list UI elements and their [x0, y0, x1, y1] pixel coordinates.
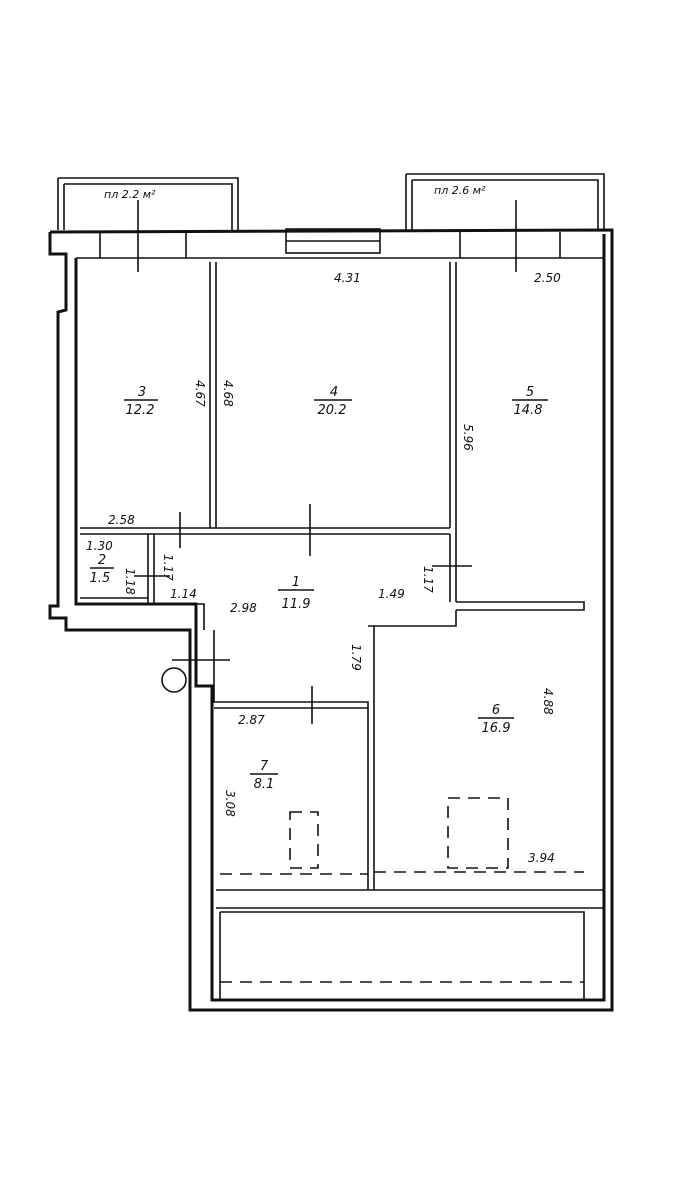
room-number: 1: [292, 575, 300, 590]
dim-room7-width: 2.87: [238, 713, 265, 727]
dim-room3-height: 4.67: [193, 380, 207, 407]
room-3: 3 12.2: [124, 385, 158, 418]
dim-hall-left-bottom: 1.14: [170, 587, 197, 601]
room-area: 14.8: [514, 403, 543, 418]
room-area: 20.2: [318, 403, 347, 418]
room-area: 12.2: [126, 403, 155, 418]
room-number: 6: [492, 703, 500, 718]
interior-walls: [80, 262, 604, 1000]
dim-hall-right-height: 1.17: [421, 566, 435, 593]
room-area: 8.1: [254, 777, 275, 792]
dim-room6-width: 3.94: [528, 851, 555, 865]
balcony-left-label: пл 2.2 м²: [104, 188, 156, 201]
outer-walls: [48, 228, 614, 1012]
room-7: 7 8.1: [250, 759, 278, 792]
dim-room4-height: 4.68: [221, 380, 235, 407]
dim-hall-lower: 1.79: [349, 644, 363, 671]
dim-room2-width: 1.30: [86, 539, 113, 553]
room-4: 4 20.2: [314, 385, 352, 418]
room-number: 3: [138, 385, 146, 400]
room-number: 7: [260, 759, 269, 774]
dim-room4-width: 4.31: [334, 271, 361, 285]
room-number: 2: [98, 553, 106, 568]
dashed-fixtures: [220, 797, 584, 983]
room-number: 5: [526, 385, 534, 400]
dim-hall-right: 1.49: [378, 587, 405, 601]
room-2: 2 1.5: [90, 553, 114, 586]
dim-room5-width: 2.50: [534, 271, 561, 285]
balcony-right: [405, 173, 605, 272]
balcony-left: [57, 177, 239, 272]
dim-room6-height: 4.88: [541, 688, 555, 715]
door-marks: [134, 504, 472, 724]
dimension-labels: 4.31 2.50 4.67 4.68 5.96 2.58 1.30 1.18 …: [86, 271, 561, 865]
dim-room2-height: 1.18: [123, 568, 137, 595]
dim-room5-height: 5.96: [461, 424, 475, 451]
room-5: 5 14.8: [512, 385, 548, 418]
room-number: 4: [330, 385, 338, 400]
room-area: 11.9: [282, 597, 311, 612]
room-1: 1 11.9: [278, 575, 314, 612]
room-area: 1.5: [90, 571, 111, 586]
dim-room7-height: 3.08: [223, 790, 237, 817]
dim-hall-width: 2.98: [230, 601, 257, 615]
dim-hall-left: 1.17: [161, 554, 175, 581]
balcony-right-label: пл 2.6 м²: [434, 184, 486, 197]
room-area: 16.9: [482, 721, 511, 736]
room-6: 6 16.9: [478, 703, 514, 736]
dim-room3-width: 2.58: [108, 513, 135, 527]
